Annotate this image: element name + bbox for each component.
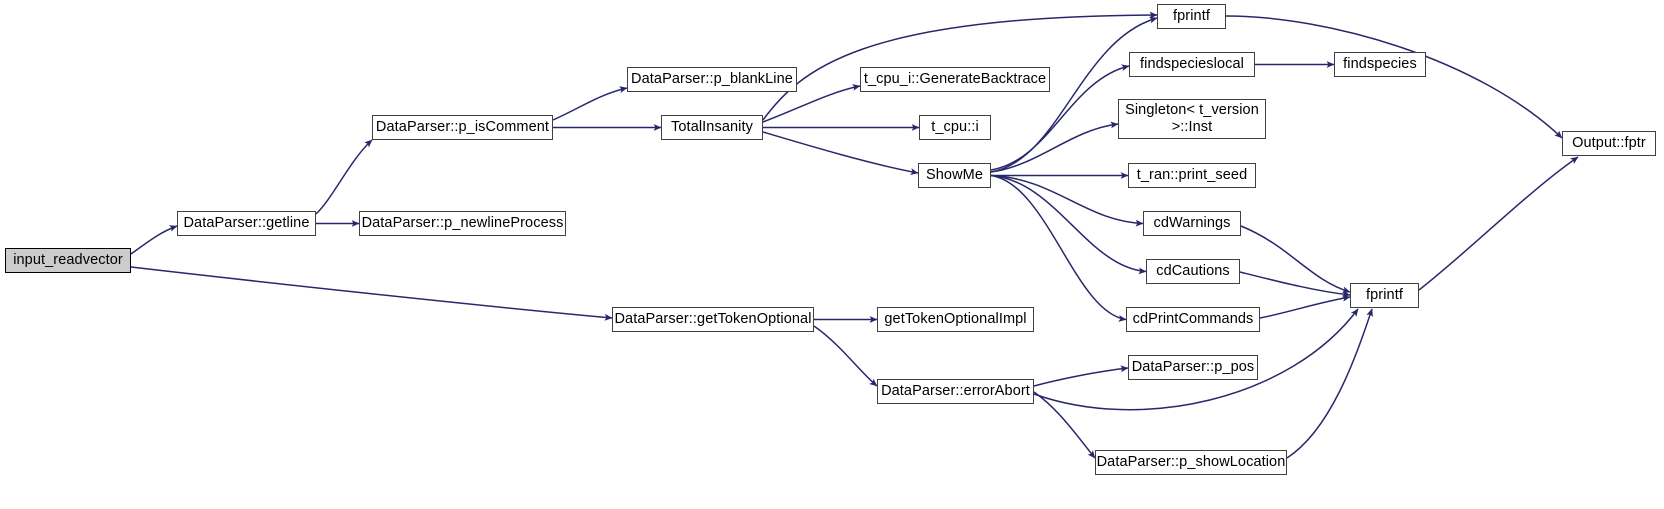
graph-node-Output_fptr[interactable]: Output::fptr <box>1562 131 1656 156</box>
graph-edge-ShowMe-to-cdCautions <box>990 174 1147 275</box>
graph-node-fprintf_bottom[interactable]: fprintf <box>1350 283 1419 308</box>
graph-node-GenerateBacktrace[interactable]: t_cpu_i::GenerateBacktrace <box>860 67 1050 92</box>
graph-edge-getline-to-p_isComment <box>315 139 373 215</box>
graph-node-getTokenOptional[interactable]: DataParser::getTokenOptional <box>612 307 814 332</box>
graph-node-cdPrintCommands[interactable]: cdPrintCommands <box>1126 307 1260 332</box>
graph-node-p_isComment[interactable]: DataParser::p_isComment <box>372 115 553 140</box>
graph-node-input_readvector[interactable]: input_readvector <box>5 248 131 273</box>
graph-node-cdWarnings[interactable]: cdWarnings <box>1143 211 1241 236</box>
graph-node-TotalInsanity[interactable]: TotalInsanity <box>661 115 763 140</box>
graph-edge-errorAbort-to-p_showLocation <box>1033 391 1096 459</box>
graph-node-findspecieslocal[interactable]: findspecieslocal <box>1129 52 1255 77</box>
graph-edge-cdCautions-to-fprintf_bottom <box>1239 271 1351 298</box>
graph-edge-p_isComment-to-p_blankLine <box>552 86 628 121</box>
graph-node-getTokenOptionalImpl[interactable]: getTokenOptionalImpl <box>877 307 1034 332</box>
graph-node-p_newlineProcess[interactable]: DataParser::p_newlineProcess <box>359 211 566 236</box>
graph-node-cdCautions[interactable]: cdCautions <box>1146 259 1240 284</box>
graph-edge-ShowMe-to-fprintf_top <box>990 16 1158 173</box>
graph-edge-ShowMe-to-cdWarnings <box>990 174 1144 227</box>
graph-node-fprintf_top[interactable]: fprintf <box>1157 4 1226 29</box>
graph-node-errorAbort[interactable]: DataParser::errorAbort <box>877 379 1034 404</box>
graph-edge-fprintf_top-to-Output_fptr <box>1225 15 1563 139</box>
graph-node-p_blankLine[interactable]: DataParser::p_blankLine <box>627 67 797 92</box>
graph-edge-cdWarnings-to-fprintf_bottom <box>1240 225 1351 294</box>
graph-edge-ShowMe-to-SingletonInst <box>990 121 1119 173</box>
graph-edge-errorAbort-to-p_pos <box>1033 365 1129 387</box>
graph-node-getline[interactable]: DataParser::getline <box>177 211 316 236</box>
graph-edge-input_readvector-to-getline <box>130 225 178 255</box>
graph-node-SingletonInst[interactable]: Singleton< t_version >::Inst <box>1118 99 1266 139</box>
graph-edge-input_readvector-to-getTokenOptional <box>130 266 613 321</box>
graph-node-t_cpu_i[interactable]: t_cpu::i <box>919 115 991 140</box>
graph-node-findspecies[interactable]: findspecies <box>1334 52 1426 77</box>
graph-node-print_seed[interactable]: t_ran::print_seed <box>1128 163 1256 188</box>
graph-node-p_pos[interactable]: DataParser::p_pos <box>1128 355 1258 380</box>
graph-node-ShowMe[interactable]: ShowMe <box>918 163 991 188</box>
graph-edge-cdPrintCommands-to-fprintf_bottom <box>1259 294 1351 319</box>
graph-node-p_showLocation[interactable]: DataParser::p_showLocation <box>1095 450 1287 475</box>
graph-edge-p_showLocation-to-fprintf_bottom <box>1286 308 1373 459</box>
graph-edge-fprintf_bottom-to-Output_fptr <box>1418 156 1579 291</box>
graph-edge-ShowMe-to-cdPrintCommands <box>990 174 1127 322</box>
graph-edge-TotalInsanity-to-ShowMe <box>762 131 919 176</box>
graph-edge-getTokenOptional-to-errorAbort <box>813 325 878 387</box>
